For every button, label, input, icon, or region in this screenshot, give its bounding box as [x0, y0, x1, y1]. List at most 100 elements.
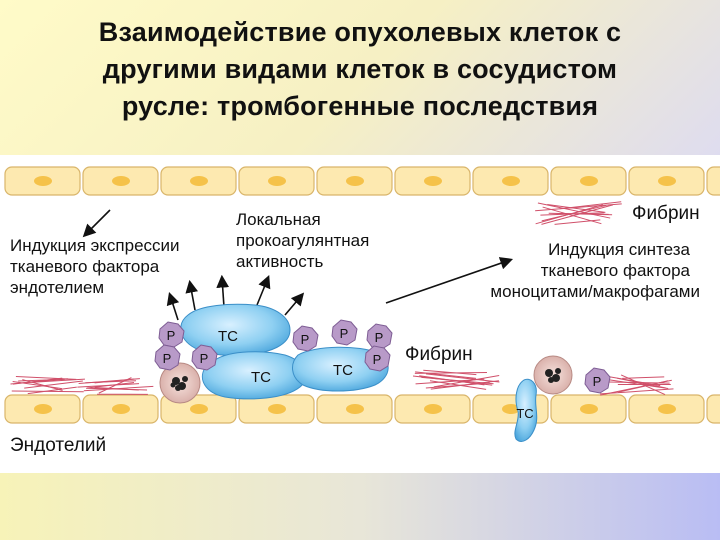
endothelial-cell	[160, 166, 237, 196]
platelet-label: P	[375, 330, 384, 345]
label-local-procoag: Локальная прокоагулянтная активность	[236, 210, 369, 271]
label-endothelium-tf: Индукция экспрессии тканевого фактора эн…	[10, 236, 180, 297]
fibrin-strand	[415, 371, 477, 379]
label-monocyte-tf: Индукция синтеза тканевого фактора моноц…	[490, 240, 700, 301]
monocyte-left	[159, 362, 201, 404]
fibrin-strand	[617, 377, 666, 389]
endothelium-top-layer	[4, 166, 720, 196]
fibrin-cluster	[600, 374, 674, 396]
endothelial-cell	[550, 394, 627, 424]
label-line: тканевого фактора	[541, 261, 691, 280]
fibrin-strand	[15, 376, 77, 380]
fibrin-strand	[535, 203, 622, 212]
fibrin-strand	[12, 381, 62, 390]
endothelial-cell	[394, 394, 471, 424]
slide-title: Взаимодействие опухолевых клеток с други…	[0, 14, 720, 125]
endothelial-cell	[628, 394, 705, 424]
endothelial-cell	[550, 166, 627, 196]
title-line-2: другими видами клеток в сосудистом	[102, 54, 618, 84]
tumor-cell-label: TC	[251, 369, 271, 386]
fibrin-strand	[83, 385, 154, 392]
monocyte-right	[533, 355, 573, 395]
endothelial-cell	[394, 166, 471, 196]
fibrin-strand	[433, 375, 500, 388]
fibrin-cluster	[10, 376, 85, 395]
endothelial-cell	[316, 394, 393, 424]
platelet: P	[191, 344, 218, 371]
tumor-cell-3: TC	[292, 346, 389, 392]
fibrin-strand	[85, 380, 137, 384]
platelet: P	[292, 325, 319, 352]
label-fibrin-mid: Фибрин	[405, 344, 473, 365]
platelet: P	[366, 323, 393, 350]
title-line-1: Взаимодействие опухолевых клеток с	[98, 17, 622, 47]
fibrin-strand	[537, 202, 611, 219]
platelet-label: P	[593, 374, 602, 389]
label-line: эндотелием	[10, 278, 104, 297]
tumor-cell-extravasating: TC	[514, 378, 538, 442]
fibrin-strand	[429, 380, 487, 390]
endothelial-cell	[4, 166, 81, 196]
fibrin-strand	[77, 383, 140, 388]
platelet-label: P	[373, 352, 382, 367]
endothelial-cell	[238, 394, 315, 424]
endothelial-cell	[706, 166, 720, 196]
procoag-arrow-5	[284, 292, 305, 316]
fibrin-cluster	[77, 377, 154, 395]
fibrin-strand	[22, 379, 63, 391]
arrow-to-monocyte-label	[385, 257, 514, 304]
label-line: прокоагулянтная	[236, 231, 369, 250]
title-line-3: русле: тромбогенные последствия	[121, 91, 599, 121]
fibrin-strands	[10, 201, 674, 396]
platelet-label: P	[301, 332, 310, 347]
platelet-label: P	[163, 351, 172, 366]
fibrin-strand	[608, 379, 669, 390]
bottom-band	[0, 473, 720, 540]
endothelial-cell	[628, 166, 705, 196]
tumor-cell-label: TC	[333, 362, 353, 379]
label-line: Индукция синтеза	[548, 240, 690, 259]
procoag-arrow-1	[166, 291, 180, 321]
endothelial-cell	[82, 394, 159, 424]
platelet: P	[158, 321, 185, 348]
fibrin-strand	[24, 380, 83, 389]
fibrin-strand	[541, 204, 614, 225]
tumor-cell-1: TC	[180, 303, 291, 356]
tumor-cell-label: TC	[218, 328, 238, 345]
fibrin-strand	[554, 219, 601, 225]
label-endothelium: Эндотелий	[10, 435, 106, 456]
platelet-label: P	[340, 326, 349, 341]
fibrin-strand	[430, 380, 499, 390]
fibrin-strand	[98, 377, 132, 394]
fibrin-strand	[541, 204, 607, 222]
fibrin-strand	[27, 386, 77, 395]
fibrin-strand	[547, 204, 606, 213]
fibrin-cluster	[535, 201, 622, 225]
arrow-to-endothelium	[82, 209, 111, 238]
label-line: моноцитами/макрофагами	[490, 282, 700, 301]
platelet: P	[584, 367, 611, 394]
fibrin-strand	[542, 206, 602, 225]
tumor-cell-2: TC	[201, 351, 307, 400]
label-fibrin-top: Фибрин	[632, 203, 700, 224]
fibrin-strand	[618, 380, 669, 393]
fibrin-strand	[425, 373, 500, 383]
platelet: P	[331, 319, 358, 346]
platelet-label: P	[167, 328, 176, 343]
arrows	[82, 209, 514, 321]
platelet: P	[364, 345, 391, 372]
endothelium-bottom-layer	[4, 394, 720, 424]
label-line: тканевого фактора	[10, 257, 160, 276]
endothelial-cell	[238, 166, 315, 196]
fibrin-strand	[548, 212, 613, 216]
endothelial-cell	[472, 166, 549, 196]
endothelial-cell	[706, 394, 720, 424]
tumor-cell-label: TC	[516, 406, 533, 421]
endothelial-cell	[82, 166, 159, 196]
procoag-arrow-4	[256, 275, 271, 306]
procoag-arrow-3	[216, 274, 230, 308]
fibrin-cluster	[412, 369, 500, 390]
endothelial-cell	[4, 394, 81, 424]
